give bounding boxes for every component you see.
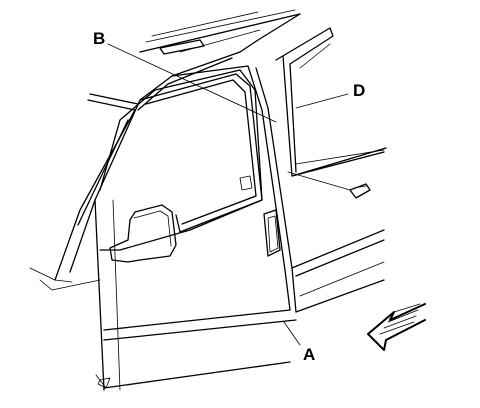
leader-b <box>107 43 277 123</box>
roof-outline <box>139 9 301 55</box>
side-mirror <box>109 204 177 263</box>
windshield-frame <box>29 51 241 291</box>
front-arrow-icon <box>367 303 426 351</box>
callout-a: A <box>303 345 315 364</box>
leader-lines <box>107 43 351 346</box>
leader-d2 <box>287 171 351 191</box>
rear-body <box>275 27 387 313</box>
door-handle <box>263 209 281 257</box>
front-door <box>94 65 297 391</box>
door-window <box>139 73 263 233</box>
callout-d: D <box>353 81 365 100</box>
leader-d <box>295 93 349 109</box>
fuel-door-part <box>349 183 371 199</box>
callout-b: B <box>93 29 105 48</box>
leader-a <box>283 321 301 346</box>
